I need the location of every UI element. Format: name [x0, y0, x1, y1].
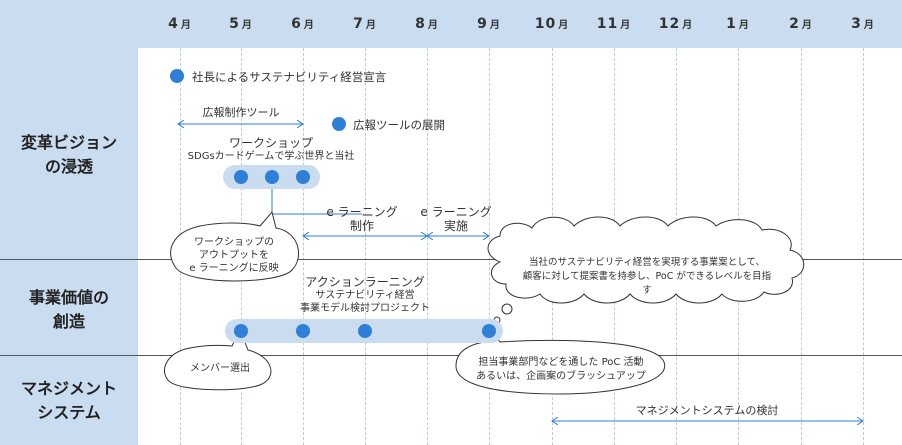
row-separator [0, 355, 902, 356]
row-label-mgmt: マネジメント システム [20, 379, 117, 422]
milestone-dot [170, 69, 184, 83]
gridline-mar [863, 48, 864, 445]
gridline-jul [365, 48, 366, 445]
bubble-poc-shape [455, 329, 666, 395]
gridline-aug [427, 48, 428, 445]
pr-tool-make-label: 広報制作ツール [202, 106, 280, 119]
workshop-dot [265, 170, 279, 184]
action-learning-dot [296, 324, 310, 338]
gridline-jun [303, 48, 304, 445]
row-separator [0, 259, 902, 260]
action-learning-subtitle: サステナビリティ経営 事業モデル検討プロジェクト [300, 290, 430, 314]
bubble-poc-text: 担当事業部門などを通した PoC 活動 あるいは、企画案のブラッシュアップ [476, 357, 646, 382]
elearn-run-label: e ラーニング 実施 [420, 205, 492, 233]
workshop-dot [234, 170, 248, 184]
milestone-dot [332, 117, 346, 131]
mgmt-review-label: マネジメントシステムの検討 [635, 404, 779, 417]
cloud-proposal-shape [487, 216, 805, 304]
timeline-header [0, 0, 902, 48]
workshop-dot [296, 170, 310, 184]
bubble-members-text: メンバー選出 [190, 363, 250, 374]
bubble-members-shape [164, 328, 272, 391]
gridline-feb [801, 48, 802, 445]
declaration-label: 社長によるサステナビリティ経営宣言 [192, 70, 387, 84]
pr-tool-deploy-label: 広報ツールの展開 [353, 118, 445, 132]
cloud-proposal-text: 当社のサステナビリティ経営を実現する事業案として、 顧客に対して提案書を持参し、… [522, 257, 772, 296]
action-learning-dot [358, 324, 372, 338]
bubble-workshop-shape [170, 210, 300, 282]
workshop-subtitle: SDGsカードゲームで学ぶ世界と当社 [187, 151, 355, 162]
category-column [0, 48, 138, 445]
action-learning-title: アクションラーニング [305, 275, 425, 289]
action-learning-dot [234, 324, 248, 338]
cloud-tail-large [501, 303, 513, 315]
bubble-workshop-text: ワークショップの アウトプットを e ラーニングに反映 [189, 237, 279, 274]
workshop-title: ワークショップ [228, 136, 314, 150]
row-label-value: 事業価値の 創造 [28, 288, 109, 331]
row-label-vision: 変革ビジョン の浸透 [20, 133, 117, 176]
action-learning-dot [482, 324, 496, 338]
elearn-make-label: e ラーニング 制作 [326, 205, 398, 233]
